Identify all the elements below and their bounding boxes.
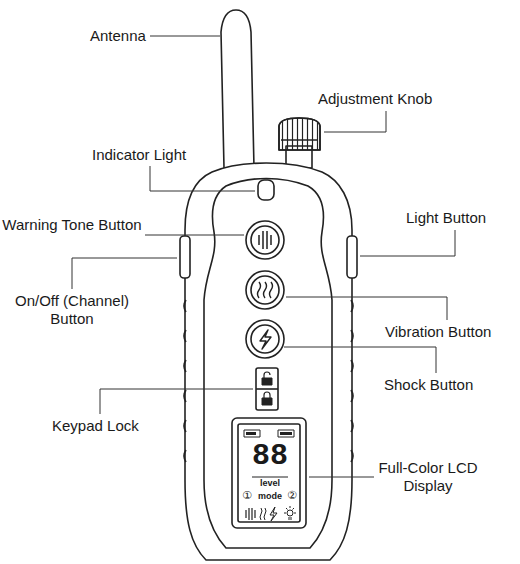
keypad-lock — [264, 372, 270, 378]
adjustment-knob — [279, 118, 320, 150]
leader-lines — [72, 258, 177, 289]
part-label: Light Button — [406, 209, 516, 227]
leader-lines — [150, 166, 255, 191]
grip-ridge — [351, 390, 353, 402]
label-slot: Antenna — [90, 27, 170, 45]
vibration-button — [251, 276, 279, 304]
label-slot: Light Button — [406, 209, 516, 227]
lcd-display — [287, 510, 293, 516]
lcd-text: mode — [252, 491, 288, 502]
part-label: Antenna — [90, 27, 170, 45]
label-slot: mode — [252, 491, 288, 502]
part-label: On/Off (Channel) Button — [2, 292, 142, 328]
part-label: Indicator Light — [92, 146, 242, 164]
lcd-display — [270, 507, 277, 521]
leader-lines — [360, 230, 455, 256]
shock-button — [246, 320, 284, 358]
lcd-display — [252, 477, 288, 478]
keypad-lock — [262, 378, 272, 385]
lcd-display — [280, 432, 292, 435]
keypad-lock — [256, 368, 278, 410]
keypad-lock — [264, 392, 270, 398]
part-label: Vibration Button — [385, 323, 515, 341]
adjustment-knob — [279, 118, 320, 150]
warning-tone-button — [246, 221, 284, 259]
leader-lines — [324, 111, 386, 132]
part-label: Full-Color LCD Display — [376, 459, 480, 495]
part-label: Warning Tone Button — [2, 216, 142, 234]
grip-ridge — [184, 390, 186, 402]
lcd-display — [284, 506, 296, 520]
grip-ridge — [351, 300, 353, 312]
part-label: Adjustment Knob — [318, 90, 468, 108]
lcd-text: ① — [240, 489, 254, 502]
label-slot: ② — [285, 489, 299, 502]
vibration-button — [258, 282, 273, 298]
antenna — [221, 10, 254, 168]
grip-ridge — [351, 330, 353, 342]
label-slot: Adjustment Knob — [318, 90, 468, 108]
grip-ridge — [184, 450, 186, 462]
lcd-display — [244, 430, 260, 437]
leader-lines — [150, 36, 220, 37]
keypad-lock — [262, 398, 272, 405]
part-label: Keypad Lock — [52, 417, 162, 435]
warning-tone-button — [246, 221, 284, 259]
indicator-light — [258, 180, 274, 200]
keypad-lock — [256, 368, 278, 410]
vibration-button — [246, 271, 284, 309]
label-slot: Warning Tone Button — [2, 216, 142, 234]
label-slot: Full-Color LCD Display — [376, 459, 480, 495]
grip-ridge — [184, 360, 186, 372]
grip-ridge — [351, 450, 353, 462]
shock-button — [260, 330, 271, 349]
part-label: Shock Button — [384, 376, 512, 394]
label-slot: Vibration Button — [385, 323, 515, 341]
lcd-display — [260, 508, 266, 520]
lcd-display — [246, 432, 256, 435]
label-slot: Indicator Light — [92, 146, 242, 164]
shock-button — [246, 320, 284, 358]
body-face — [204, 179, 332, 549]
warning-tone-button — [259, 231, 271, 249]
label-slot: level — [250, 478, 290, 489]
shock-button — [251, 325, 279, 353]
label-slot: On/Off (Channel) Button — [2, 292, 142, 328]
keypad-lock — [256, 388, 278, 390]
light-side-button — [347, 236, 357, 278]
leader-lines — [100, 389, 253, 414]
lcd-display — [278, 430, 294, 437]
leader-lines — [284, 347, 436, 373]
adjustment-knob — [279, 118, 320, 168]
lcd-display — [238, 424, 300, 522]
label-slot: ① — [240, 489, 254, 502]
label-slot: Shock Button — [384, 376, 512, 394]
lcd-display — [246, 508, 255, 520]
adjustment-knob — [281, 139, 318, 141]
label-slot: Keypad Lock — [52, 417, 162, 435]
lcd-display — [232, 418, 306, 528]
leader-lines — [286, 297, 447, 320]
grip-ridge — [184, 420, 186, 432]
grip-ridge — [184, 330, 186, 342]
leader-lines — [309, 477, 374, 478]
on-off-side-button — [180, 236, 190, 278]
lcd-text: ② — [285, 489, 299, 502]
lcd-text: level — [250, 478, 290, 489]
lcd-display — [232, 418, 306, 528]
leader-lines — [145, 235, 244, 236]
label-slot: 88 — [244, 441, 296, 471]
remote-body — [185, 163, 352, 560]
lcd-digits: 88 — [244, 441, 296, 471]
warning-tone-button — [251, 226, 279, 254]
grip-ridge — [351, 360, 353, 372]
grip-ridge — [184, 300, 186, 312]
grip-ridge — [351, 420, 353, 432]
vibration-button — [246, 271, 284, 309]
